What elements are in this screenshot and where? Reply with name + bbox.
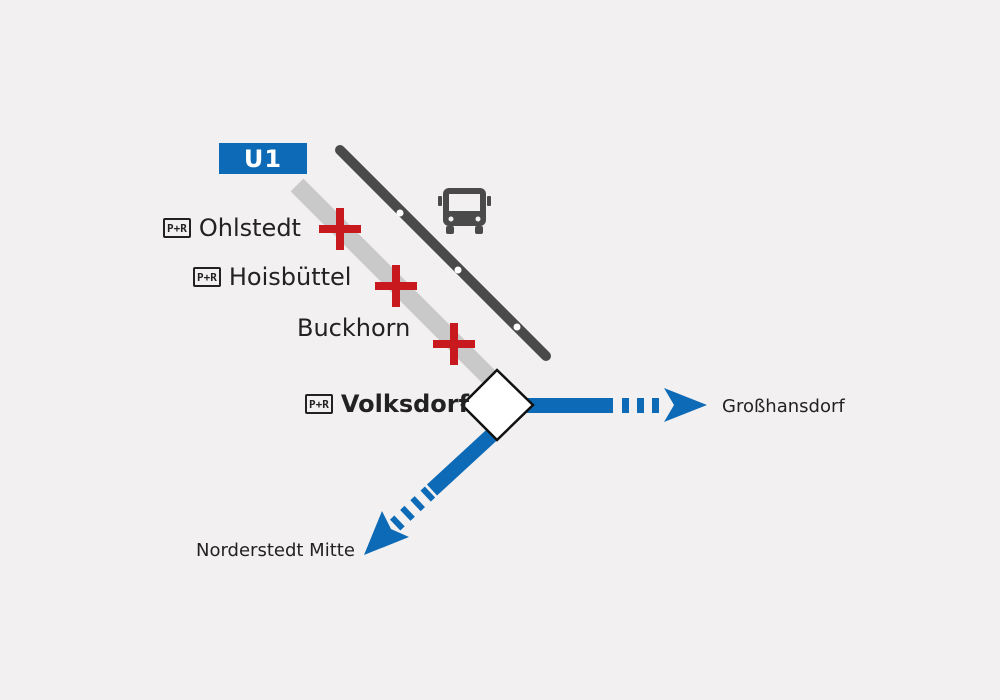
closed-cross-icon <box>433 323 475 365</box>
closed-cross-icon <box>319 208 361 250</box>
station-label-hoisbuettel: P+R Hoisbüttel <box>193 263 351 291</box>
park-and-ride-icon: P+R <box>163 218 191 238</box>
destination-norderstedt-mitte: Norderstedt Mitte <box>196 540 355 561</box>
station-label-volksdorf: P+R Volksdorf <box>305 390 469 418</box>
line-to-norderstedt <box>364 426 501 555</box>
bus-icon <box>438 188 491 234</box>
station-name: Buckhorn <box>297 314 411 342</box>
park-and-ride-icon: P+R <box>305 394 333 414</box>
station-name: Volksdorf <box>340 390 470 418</box>
line-badge: U1 <box>219 143 307 174</box>
arrow-right-icon <box>664 388 707 422</box>
interchange-station-marker <box>460 368 535 442</box>
station-name: Ohlstedt <box>198 214 301 242</box>
station-label-ohlstedt: P+R Ohlstedt <box>163 214 301 242</box>
line-to-grosshansdorf <box>525 388 707 422</box>
station-name: Hoisbüttel <box>228 263 352 291</box>
closed-cross-icon <box>375 265 417 307</box>
destination-grosshansdorf: Großhansdorf <box>722 396 845 417</box>
bus-replacement-route <box>335 145 551 361</box>
park-and-ride-icon: P+R <box>193 267 221 287</box>
station-label-buckhorn: Buckhorn <box>297 314 410 342</box>
arrow-down-left-icon <box>364 511 409 555</box>
